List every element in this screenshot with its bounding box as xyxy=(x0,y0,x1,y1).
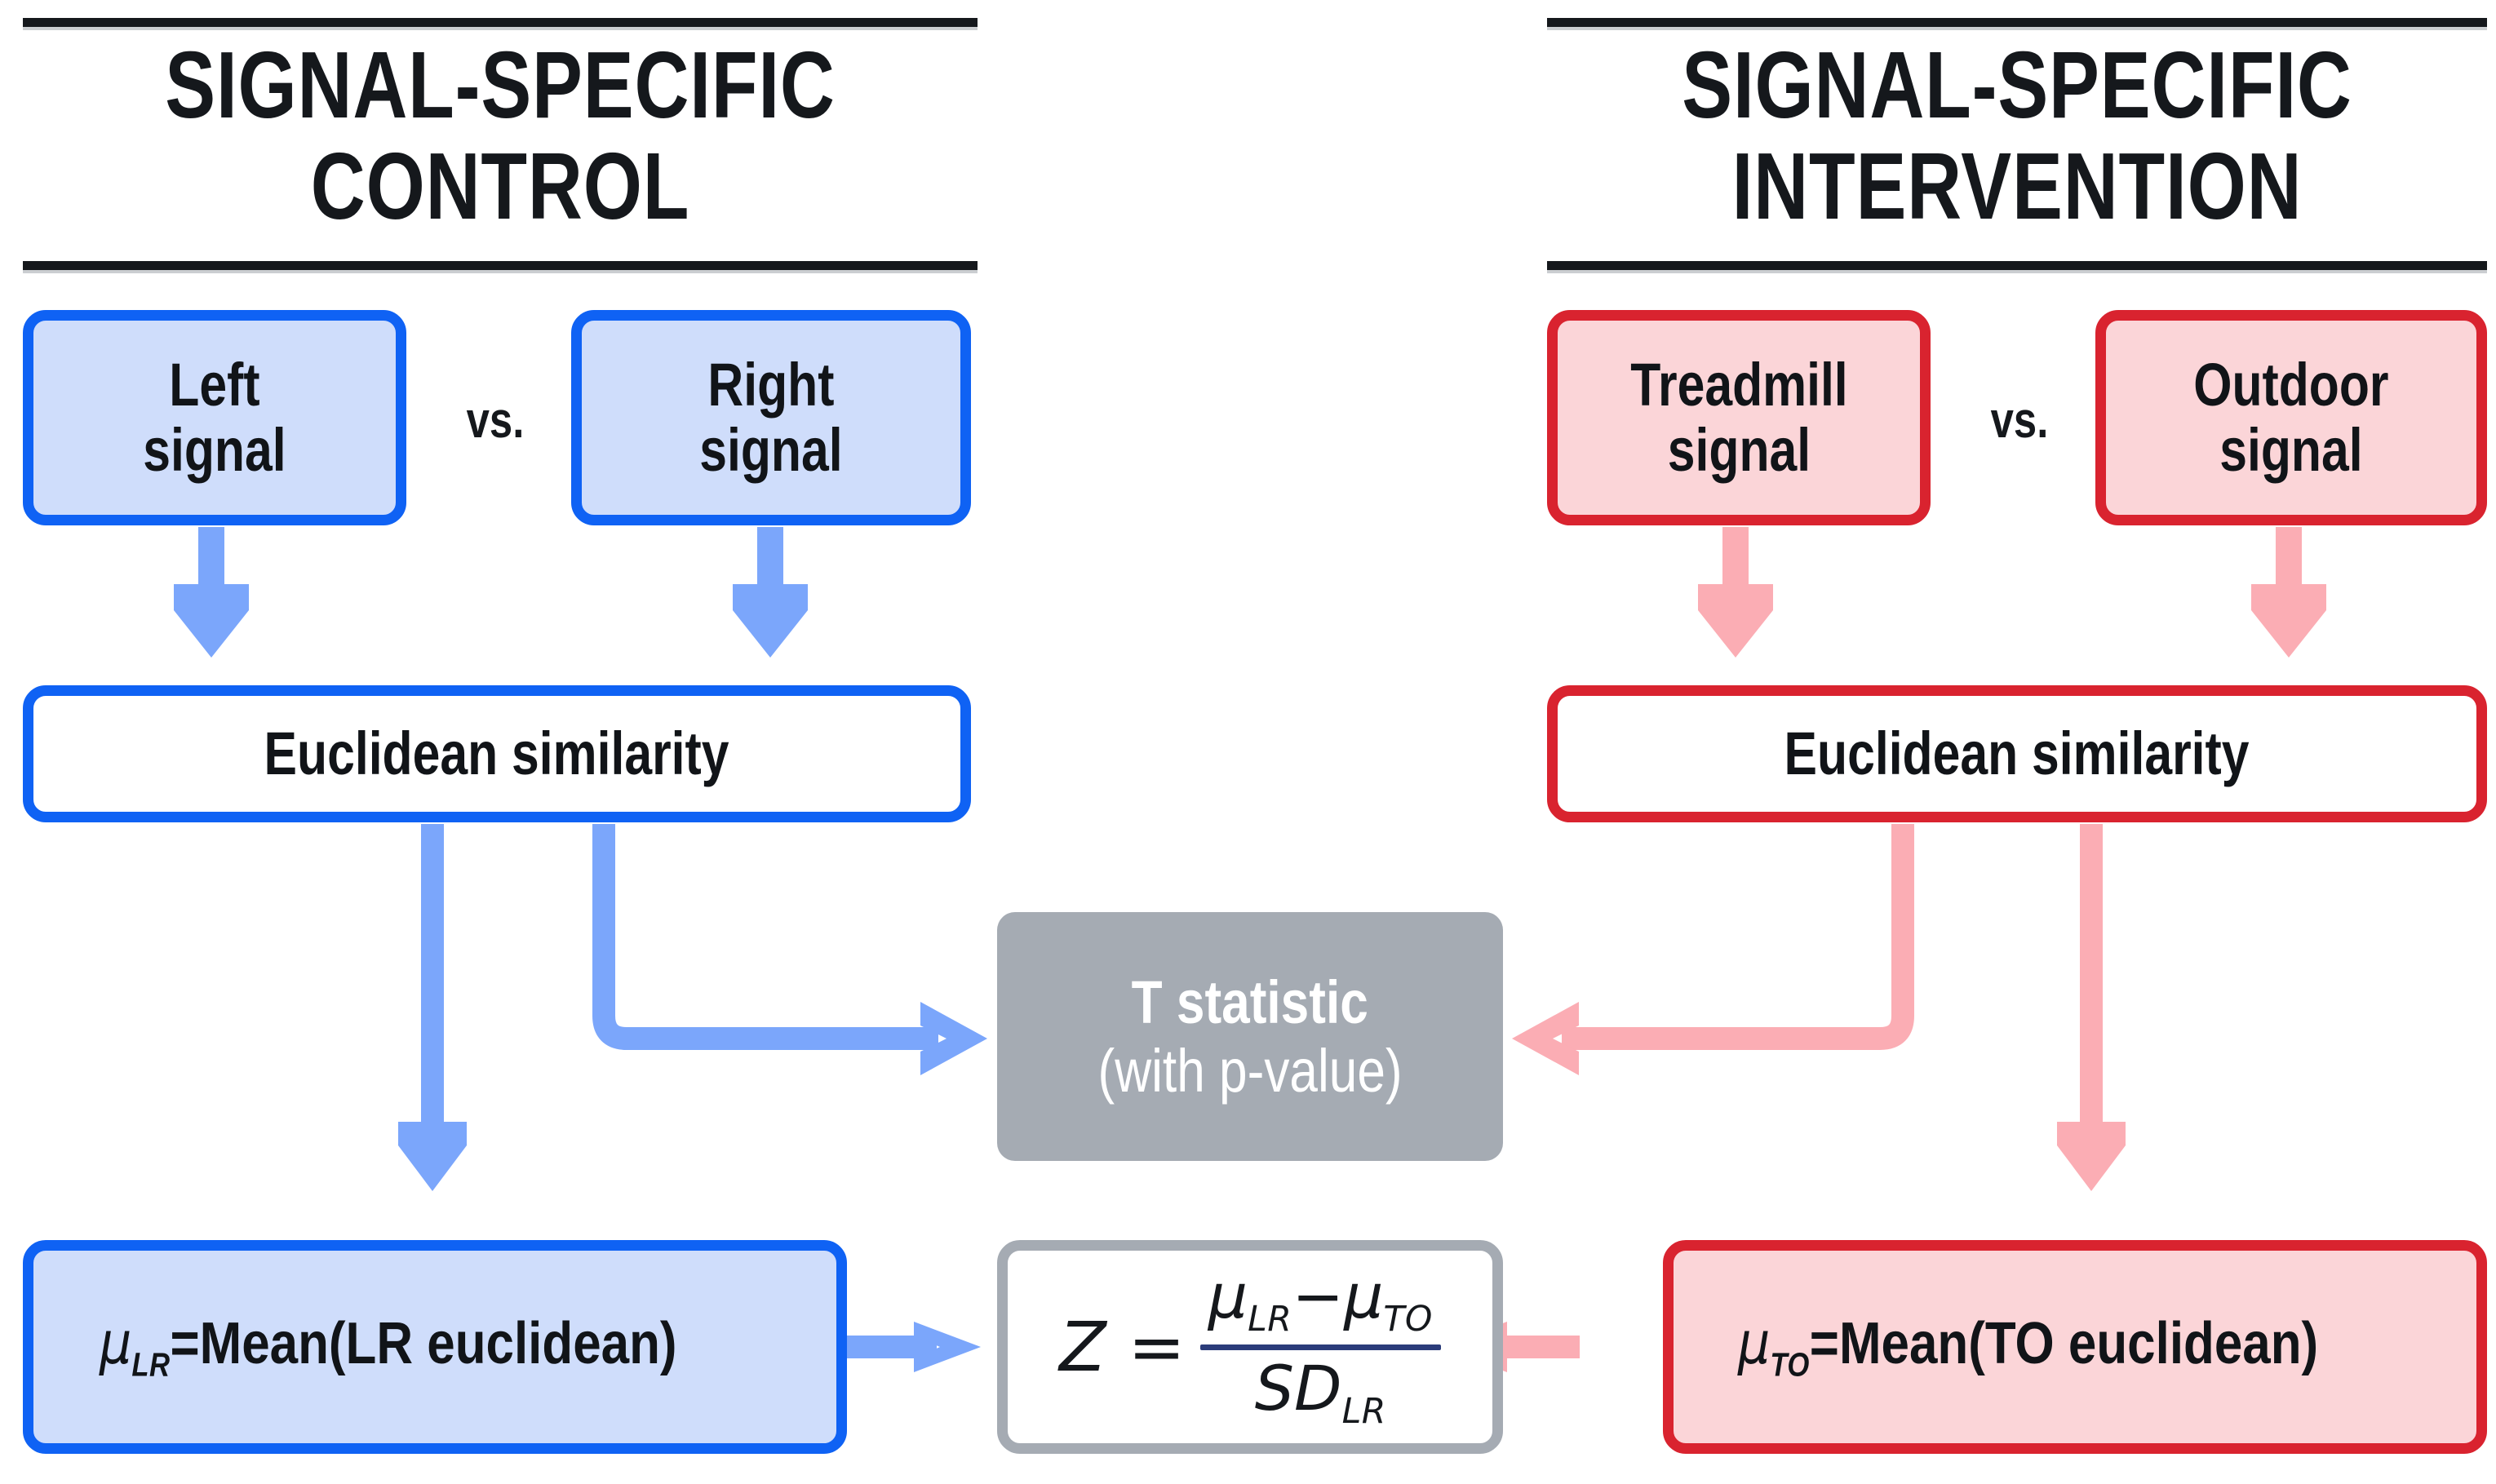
arrow-euclidean-to-mean-right xyxy=(2057,824,2126,1191)
box-left-mean-label: μLR=Mean(LR euclidean) xyxy=(99,1308,677,1383)
z-score-fraction: μLR−μTO SDLR xyxy=(1199,1263,1441,1432)
z-score-numerator: μLR−μTO xyxy=(1200,1263,1441,1339)
box-left-euclidean-label: Euclidean similarity xyxy=(264,720,729,788)
arrow-outdoor-to-euclidean xyxy=(2251,527,2326,658)
box-outdoor-signal[interactable]: Outdoor signal xyxy=(2095,310,2487,525)
arrow-mean-left-to-zscore xyxy=(847,1322,981,1372)
box-right-signal[interactable]: Right signal xyxy=(571,310,971,525)
right-panel-title: SIGNAL-SPECIFIC INTERVENTION xyxy=(1682,32,2352,240)
box-right-euclidean-similarity[interactable]: Euclidean similarity xyxy=(1547,685,2487,822)
box-treadmill-signal[interactable]: Treadmill signal xyxy=(1547,310,1931,525)
box-left-signal[interactable]: Left signal xyxy=(23,310,406,525)
numerator-mu-lr: μ xyxy=(1208,1260,1248,1333)
box-right-signal-label: Right signal xyxy=(699,351,843,484)
right-panel-bottom-rule xyxy=(1547,261,2487,270)
numerator-sub-lr: LR xyxy=(1248,1299,1292,1340)
arrow-treadmill-to-euclidean xyxy=(1698,527,1773,658)
mu-subscript-left: LR xyxy=(131,1344,171,1383)
t-statistic-title: T statistic xyxy=(1131,968,1369,1036)
mu-symbol-right: μ xyxy=(1737,1308,1770,1377)
box-left-euclidean-similarity[interactable]: Euclidean similarity xyxy=(23,685,971,822)
box-z-score[interactable]: Z = μLR−μTO SDLR xyxy=(997,1240,1503,1454)
left-vs-label: vs. xyxy=(466,392,525,449)
box-right-euclidean-label: Euclidean similarity xyxy=(1784,720,2250,788)
arrow-euclidean-to-tstat-right xyxy=(1512,824,1914,1075)
box-left-signal-label: Left signal xyxy=(143,351,286,484)
connector-layer-left xyxy=(174,527,987,1372)
numerator-minus: − xyxy=(1292,1260,1345,1333)
fraction-bar xyxy=(1199,1344,1441,1350)
connector-layer-right xyxy=(1440,527,2326,1372)
box-right-mean-label: μTO=Mean(TO euclidean) xyxy=(1737,1308,2318,1383)
right-panel-top-rule xyxy=(1547,18,2487,27)
mu-subscript-right: TO xyxy=(1769,1344,1810,1383)
arrow-euclidean-to-tstat-left xyxy=(592,824,987,1075)
arrow-euclidean-to-mean-left xyxy=(398,824,467,1191)
denominator-sub-lr: LR xyxy=(1341,1390,1386,1432)
numerator-mu-to: μ xyxy=(1344,1260,1384,1333)
z-score-lead: Z = xyxy=(1059,1306,1186,1387)
z-score-denominator: SDLR xyxy=(1247,1351,1394,1432)
right-vs-label: vs. xyxy=(1990,392,2049,449)
box-outdoor-signal-label: Outdoor signal xyxy=(2193,351,2389,484)
arrow-left-signal-to-euclidean xyxy=(174,527,249,658)
numerator-sub-to: TO xyxy=(1383,1299,1433,1340)
box-t-statistic[interactable]: T statistic (with p-value) xyxy=(997,912,1503,1161)
box-treadmill-signal-label: Treadmill signal xyxy=(1629,351,1848,484)
mu-symbol-left: μ xyxy=(99,1308,132,1377)
box-right-mean[interactable]: μTO=Mean(TO euclidean) xyxy=(1663,1240,2487,1454)
t-statistic-subtitle: (with p-value) xyxy=(1097,1036,1403,1105)
mean-expression-left: =Mean(LR euclidean) xyxy=(170,1310,677,1376)
left-panel-title: SIGNAL-SPECIFIC CONTROL xyxy=(165,32,836,240)
left-panel-top-rule xyxy=(23,18,978,27)
arrow-right-signal-to-euclidean xyxy=(733,527,808,658)
left-panel-bottom-rule xyxy=(23,261,978,270)
denominator-sd: SD xyxy=(1254,1351,1342,1424)
mean-expression-right: =Mean(TO euclidean) xyxy=(1809,1310,2318,1376)
box-left-mean[interactable]: μLR=Mean(LR euclidean) xyxy=(23,1240,847,1454)
